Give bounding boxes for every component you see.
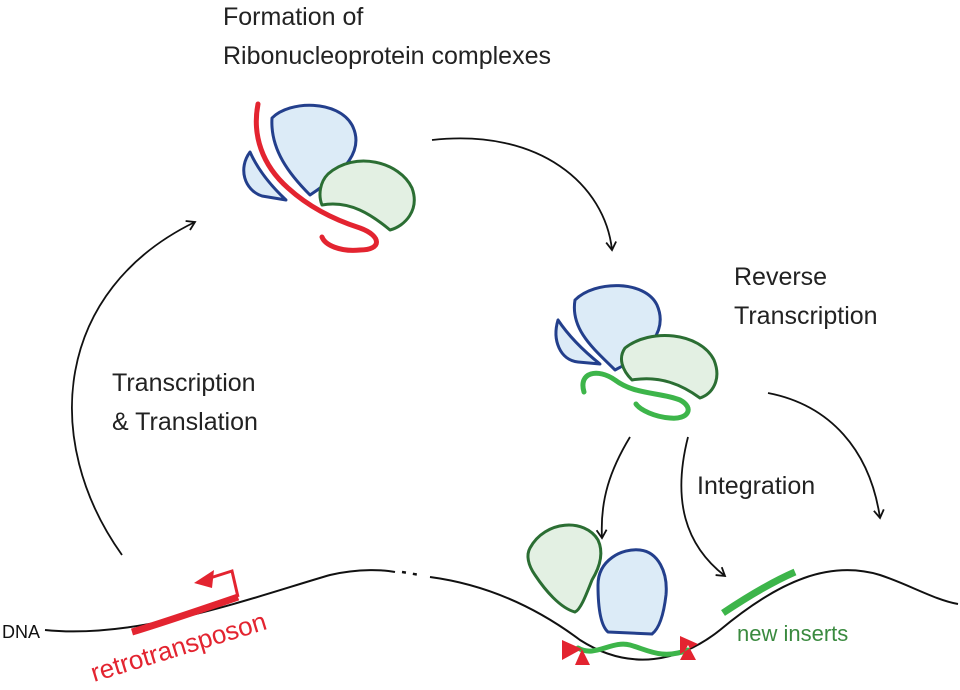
formation-label-line1: Formation of — [223, 3, 363, 31]
dna-cut-marker-left-icon — [562, 640, 590, 665]
retrotransposon-segment — [130, 593, 240, 636]
orf1-protein-small-rt — [554, 318, 602, 366]
cdna-strand — [580, 370, 691, 421]
promoter-arrowhead-icon — [194, 570, 214, 588]
dna-label: DNA — [2, 622, 40, 642]
orf2-protein — [318, 159, 416, 232]
integration-label: Integration — [697, 472, 815, 500]
new-insert-segment — [721, 568, 797, 616]
arrow-integration-right — [767, 392, 885, 520]
reverse-transcription-label-line1: Reverse — [734, 263, 827, 291]
reverse-transcription-label-line2: Transcription — [734, 302, 878, 330]
transcription-translation-label-line1: Transcription — [112, 369, 256, 397]
formation-label-line2: Ribonucleoprotein complexes — [223, 42, 551, 70]
arrow-integration-middle — [680, 436, 727, 578]
transcription-translation-label-line2: & Translation — [112, 408, 258, 436]
rna-strand — [253, 101, 379, 253]
rnp-complex-integration — [526, 523, 698, 665]
orf1-protein-small — [242, 150, 288, 202]
rnp-complex-reverse-transcription — [554, 284, 719, 421]
orf2-protein-rt — [620, 334, 719, 400]
dna-strand — [44, 569, 396, 633]
arrow-integration-to-complex — [595, 436, 631, 540]
dna-strand-right — [429, 569, 959, 661]
cdna-integration-strand — [575, 641, 691, 657]
orf2-protein-int — [526, 523, 603, 614]
dna-gap-dots — [401, 570, 421, 577]
arrow-to-reverse-transcription — [431, 137, 617, 252]
arrow-transcription-translation — [71, 220, 197, 556]
new-inserts-label: new inserts — [737, 621, 848, 646]
rnp-complex-formation — [242, 101, 416, 253]
dna-cut-marker-right-icon — [680, 636, 698, 660]
orf1-protein-int — [596, 548, 668, 636]
promoter-arrow — [209, 569, 240, 598]
